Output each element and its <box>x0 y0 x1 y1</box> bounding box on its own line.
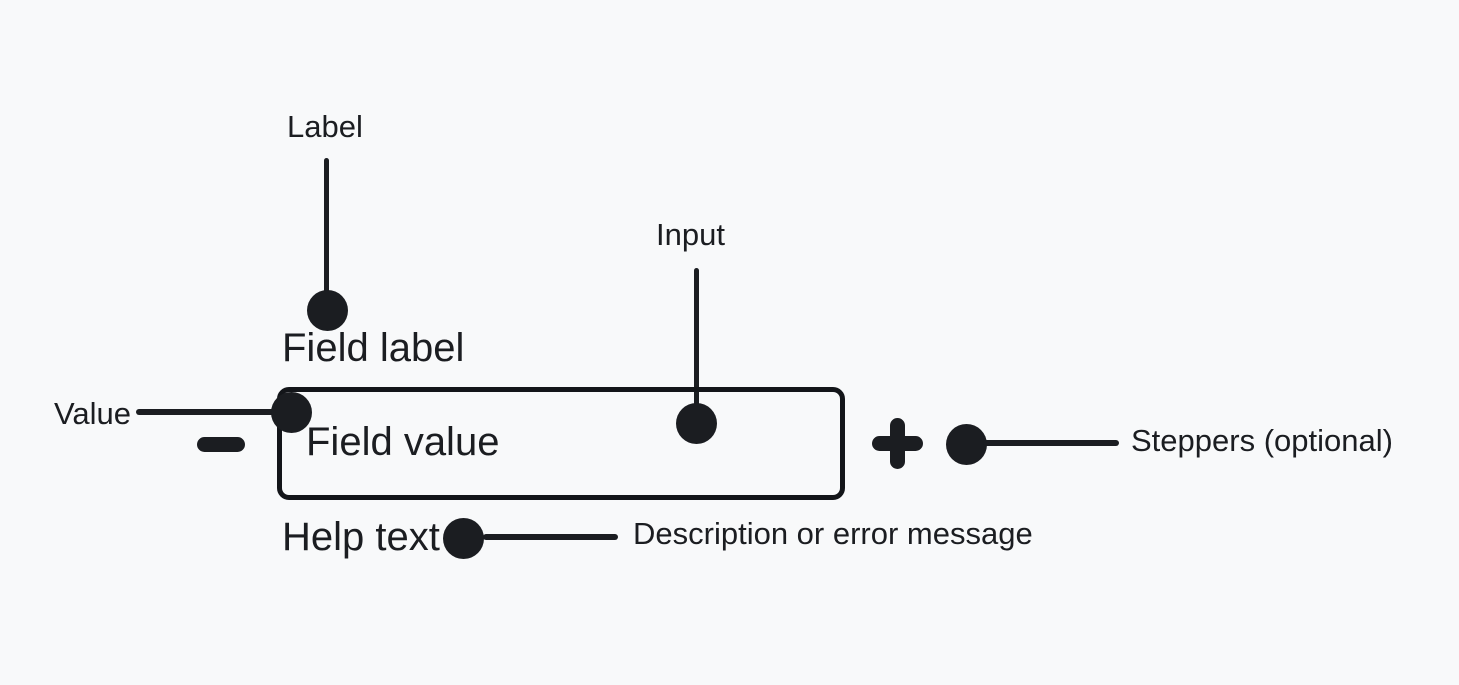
field-label: Field label <box>282 326 465 370</box>
callout-help-connector-line <box>483 534 618 540</box>
help-text: Help text <box>282 515 440 559</box>
callout-help-text: Description or error message <box>633 516 1033 551</box>
minus-icon[interactable] <box>197 437 245 452</box>
callout-value-endpoint-dot <box>271 392 312 433</box>
plus-icon[interactable] <box>872 418 923 469</box>
plus-icon-vertical-bar <box>890 418 905 469</box>
callout-steppers-endpoint-dot <box>946 424 987 465</box>
callout-help-endpoint-dot <box>443 518 484 559</box>
callout-input-endpoint-dot <box>676 403 717 444</box>
callout-value-text: Value <box>54 396 131 431</box>
callout-label-endpoint-dot <box>307 290 348 331</box>
callout-value-connector-line <box>136 409 286 415</box>
callout-steppers-text: Steppers (optional) <box>1131 423 1393 458</box>
callout-steppers-connector-line <box>983 440 1119 446</box>
callout-label-text: Label <box>287 109 363 144</box>
callout-input-connector-line <box>694 268 699 423</box>
callout-label-connector-line <box>324 158 329 310</box>
callout-input-text: Input <box>656 217 725 252</box>
number-input-field[interactable] <box>277 387 845 500</box>
field-value[interactable]: Field value <box>306 420 500 464</box>
